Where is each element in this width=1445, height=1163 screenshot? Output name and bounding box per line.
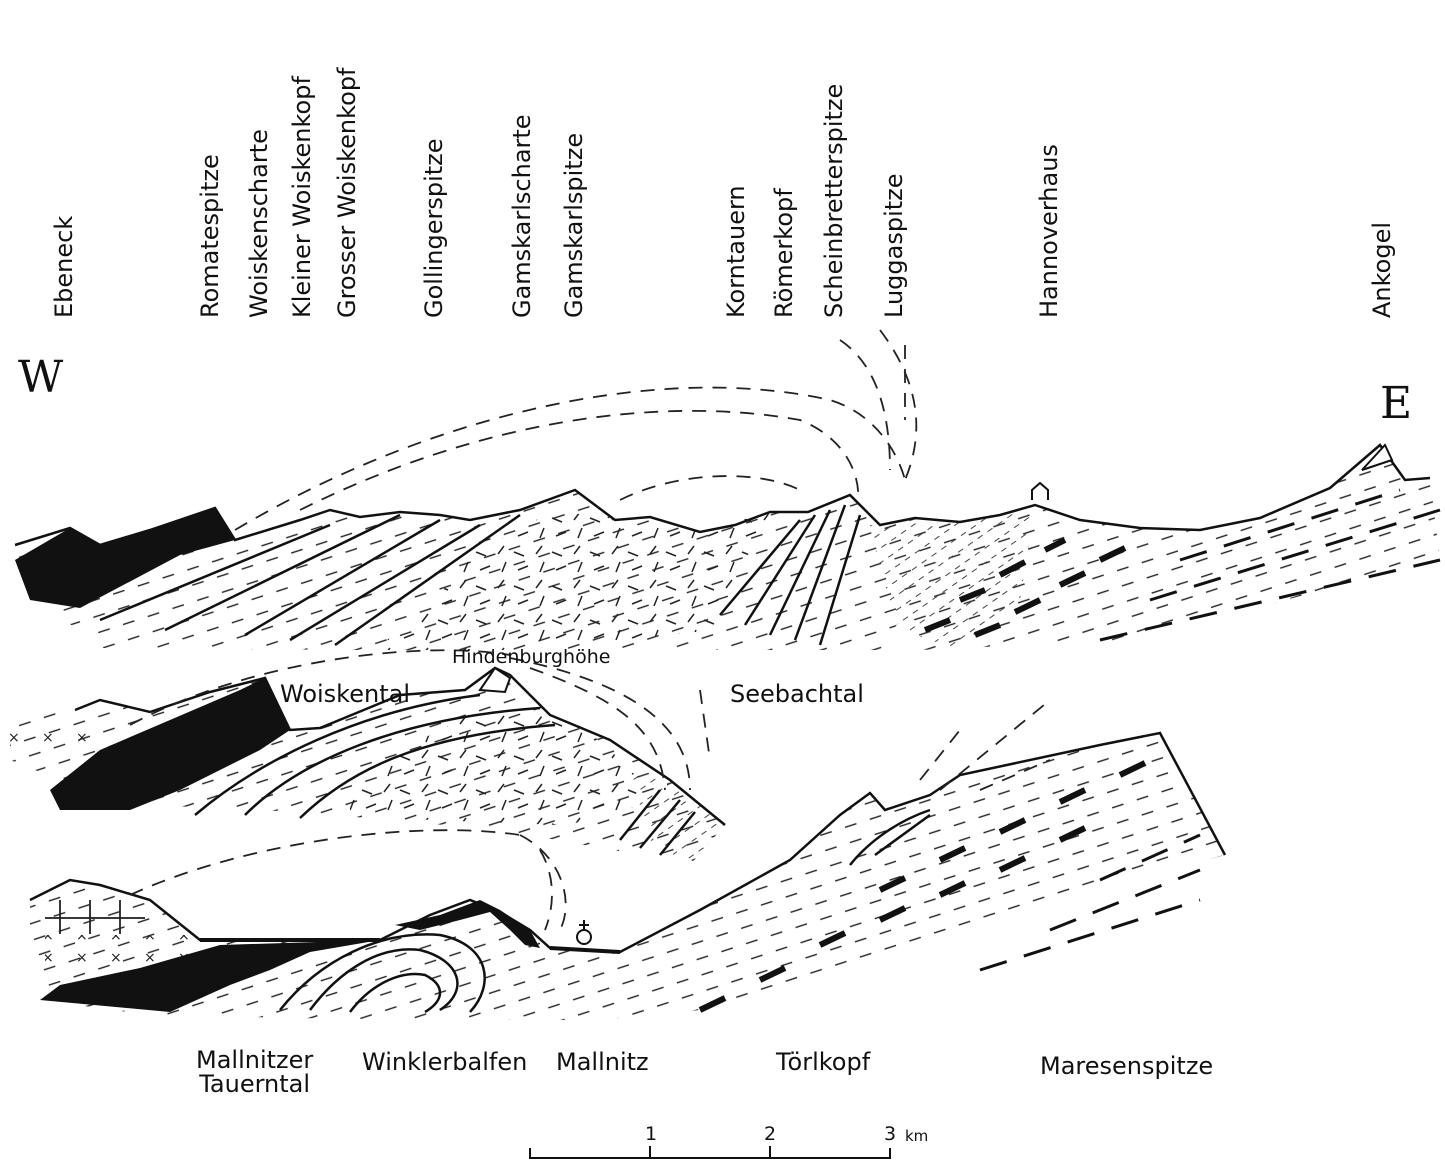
bottom-brick-band xyxy=(45,900,145,934)
peak-label-ebeneck: Ebeneck xyxy=(50,216,78,318)
hannoverhaus-hut-icon xyxy=(1032,483,1048,500)
label-mallnitzer-tauerntal: Mallnitzer Tauerntal xyxy=(196,1048,313,1096)
label-seebachtal: Seebachtal xyxy=(730,680,864,708)
label-winklerbalfen: Winklerbalfen xyxy=(362,1048,527,1076)
peak-label-roemerkopf: Römerkopf xyxy=(770,188,798,318)
label-toerlkopf: Törlkopf xyxy=(776,1048,870,1076)
peak-label-grosser-woiskenkopf: Grosser Woiskenkopf xyxy=(333,68,361,319)
peak-label-gamskarlscharte: Gamskarlscharte xyxy=(508,114,536,318)
peak-label-ankogel: Ankogel xyxy=(1368,222,1396,318)
label-hindenburghoehe: Hindenburghöhe xyxy=(452,646,610,668)
peak-label-hannoverhaus: Hannoverhaus xyxy=(1035,144,1063,318)
top-profile xyxy=(15,330,1440,650)
peak-label-gollingerspitze: Gollingerspitze xyxy=(420,138,448,318)
scale-bar xyxy=(530,1146,890,1158)
label-woiskental: Woiskental xyxy=(280,680,410,708)
east-label: E xyxy=(1380,378,1412,429)
label-tauerntal: Tauerntal xyxy=(196,1072,313,1096)
scale-tick-1: 1 xyxy=(645,1123,657,1145)
peak-label-gamskarlspitze: Gamskarlspitze xyxy=(560,133,588,318)
peak-label-scheinbretterspitze: Scheinbretterspitze xyxy=(820,84,848,318)
west-label: W xyxy=(18,352,63,403)
peak-label-romatespitze: Romatespitze xyxy=(196,154,224,318)
label-maresenspitze: Maresenspitze xyxy=(1040,1052,1213,1080)
label-mallnitzer: Mallnitzer xyxy=(196,1048,313,1072)
scale-tick-2: 2 xyxy=(764,1123,776,1145)
label-mallnitz: Mallnitz xyxy=(556,1048,649,1076)
mallnitz-church-icon xyxy=(577,920,591,944)
middle-cross-band xyxy=(10,725,100,755)
scale-unit: km xyxy=(905,1127,928,1145)
scale-tick-3: 3 xyxy=(884,1123,896,1145)
peak-label-luggaspitze: Luggaspitze xyxy=(880,173,908,318)
peak-label-korntauern: Korntauern xyxy=(722,185,750,318)
peak-label-kleiner-woiskenkopf: Kleiner Woiskenkopf xyxy=(288,76,316,318)
peak-label-woiskenscharte: Woiskenscharte xyxy=(245,129,273,318)
